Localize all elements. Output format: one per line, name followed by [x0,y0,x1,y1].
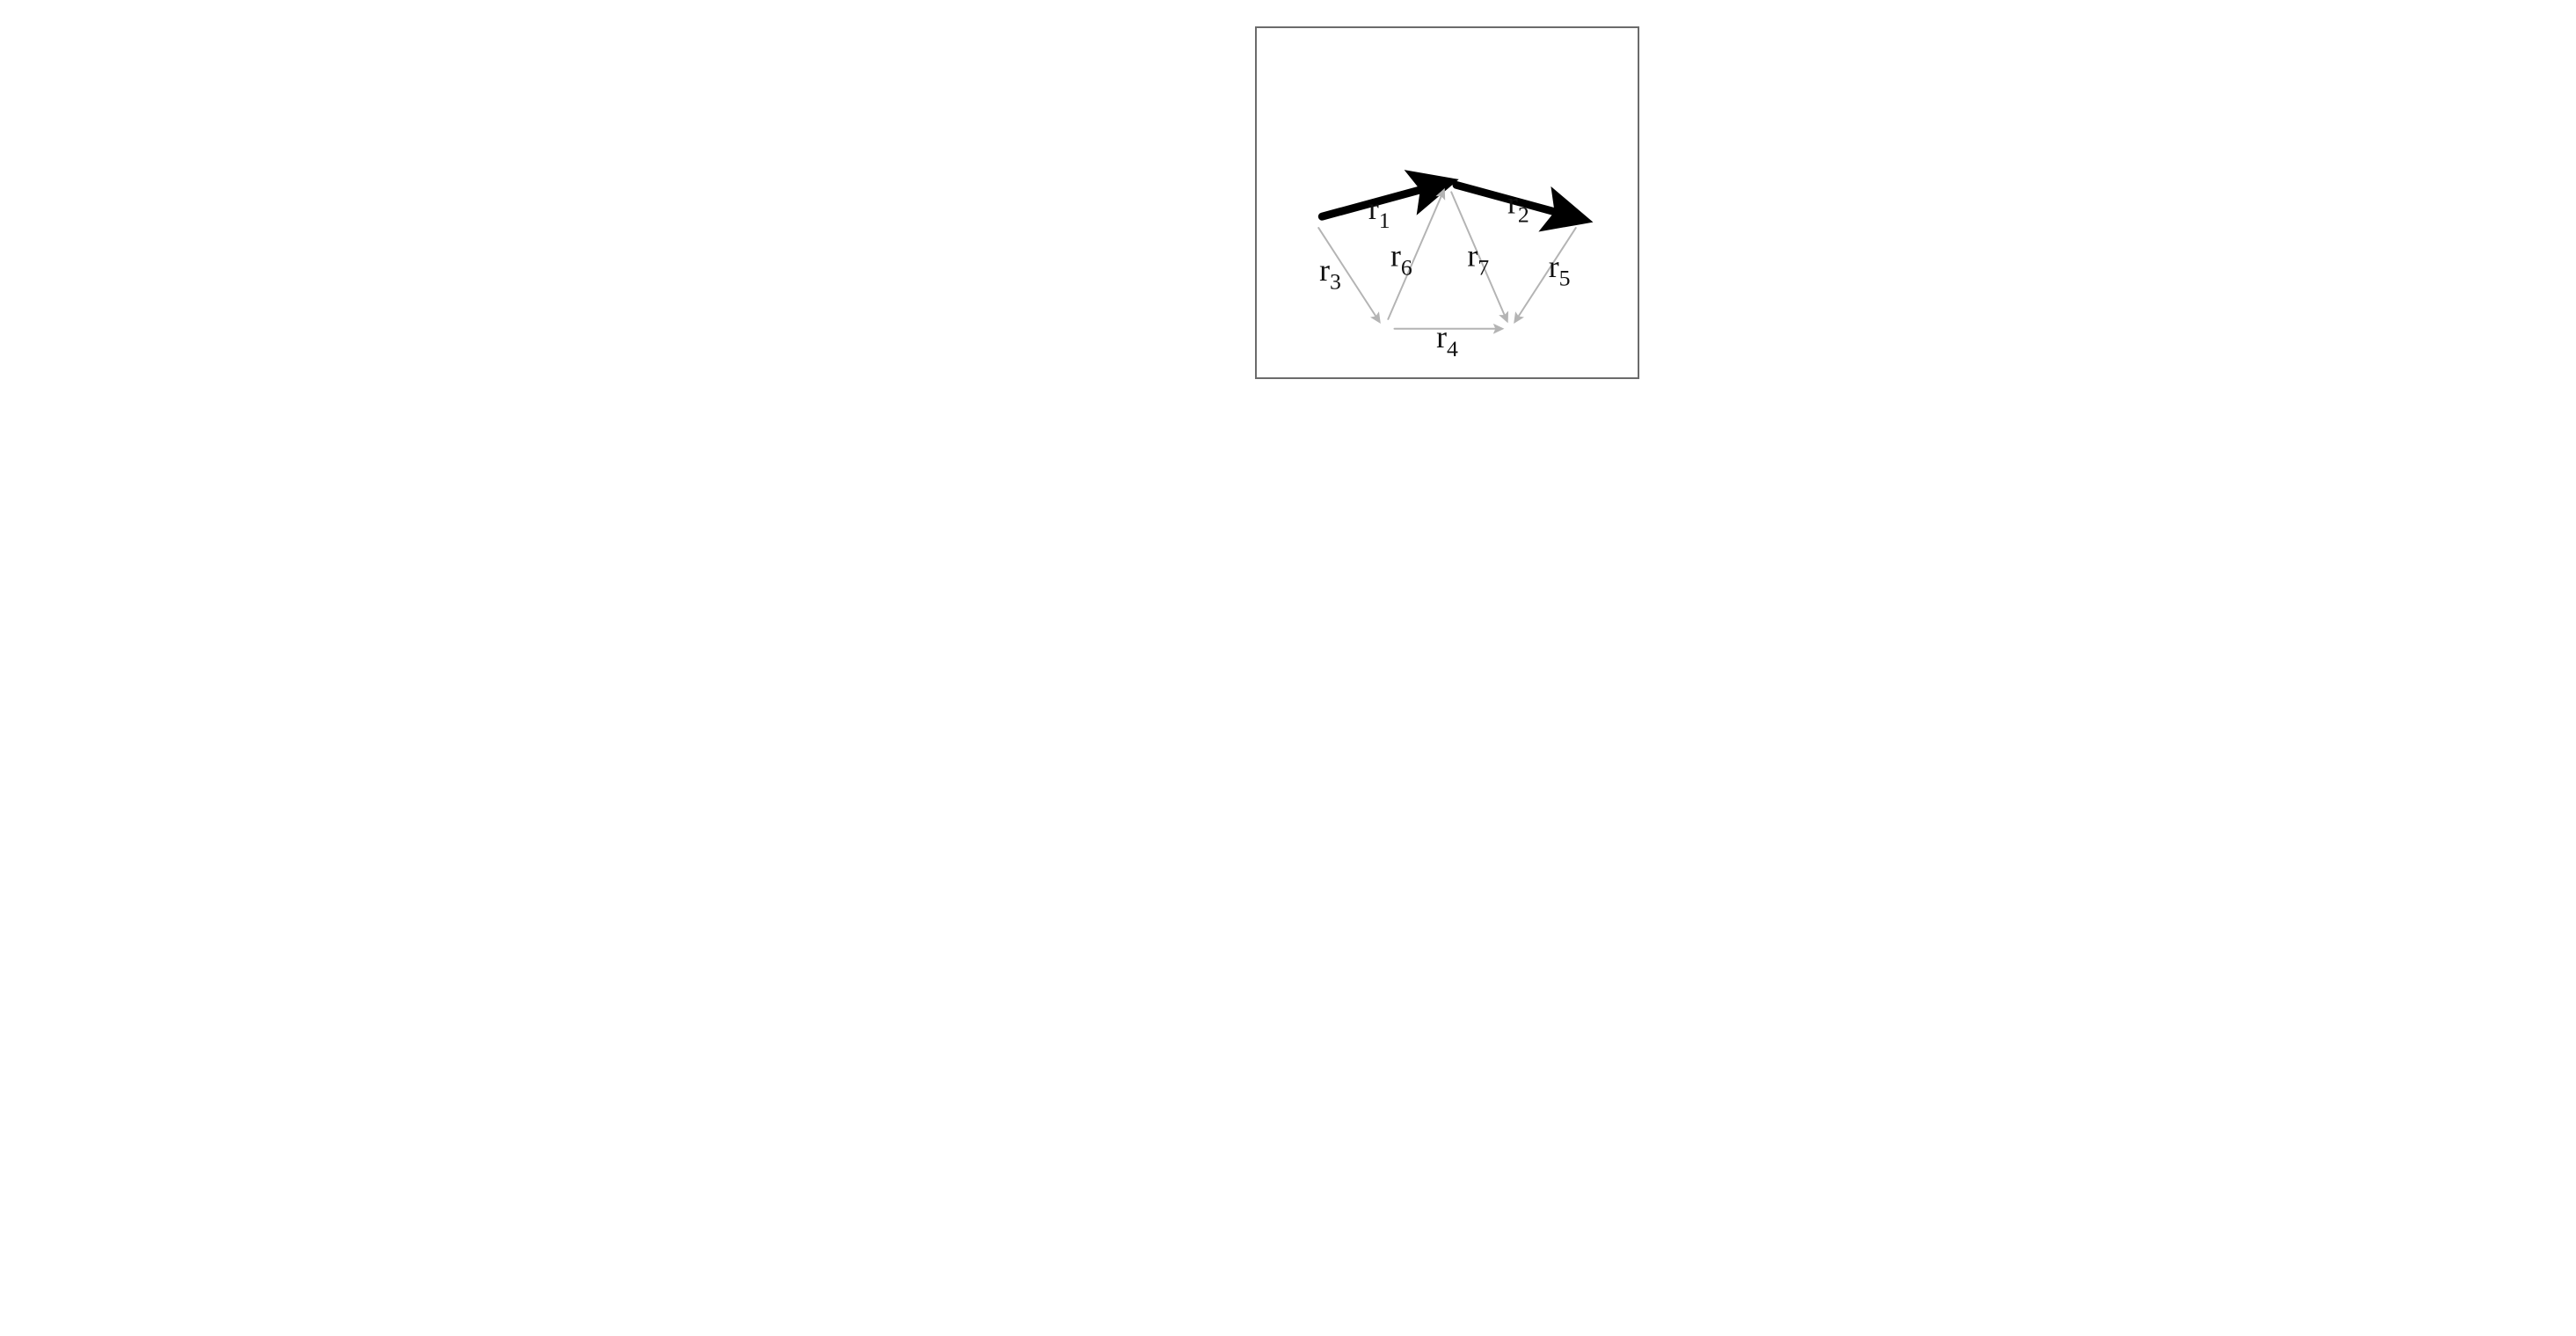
road-edge-r6 [1387,187,1446,320]
road-edge-r1 [1317,170,1459,221]
road-edge-r3 [1317,227,1381,324]
road-edge-r2 [1452,180,1594,232]
road-label-r7: r7 [1467,238,1489,281]
road-edge-r7 [1450,191,1509,324]
road-label-r4: r4 [1436,319,1458,361]
road-label-r2: r2 [1507,185,1529,227]
road-edge-r5 [1514,227,1577,324]
road-label-r6: r6 [1390,238,1412,281]
road-label-r5: r5 [1549,249,1571,291]
